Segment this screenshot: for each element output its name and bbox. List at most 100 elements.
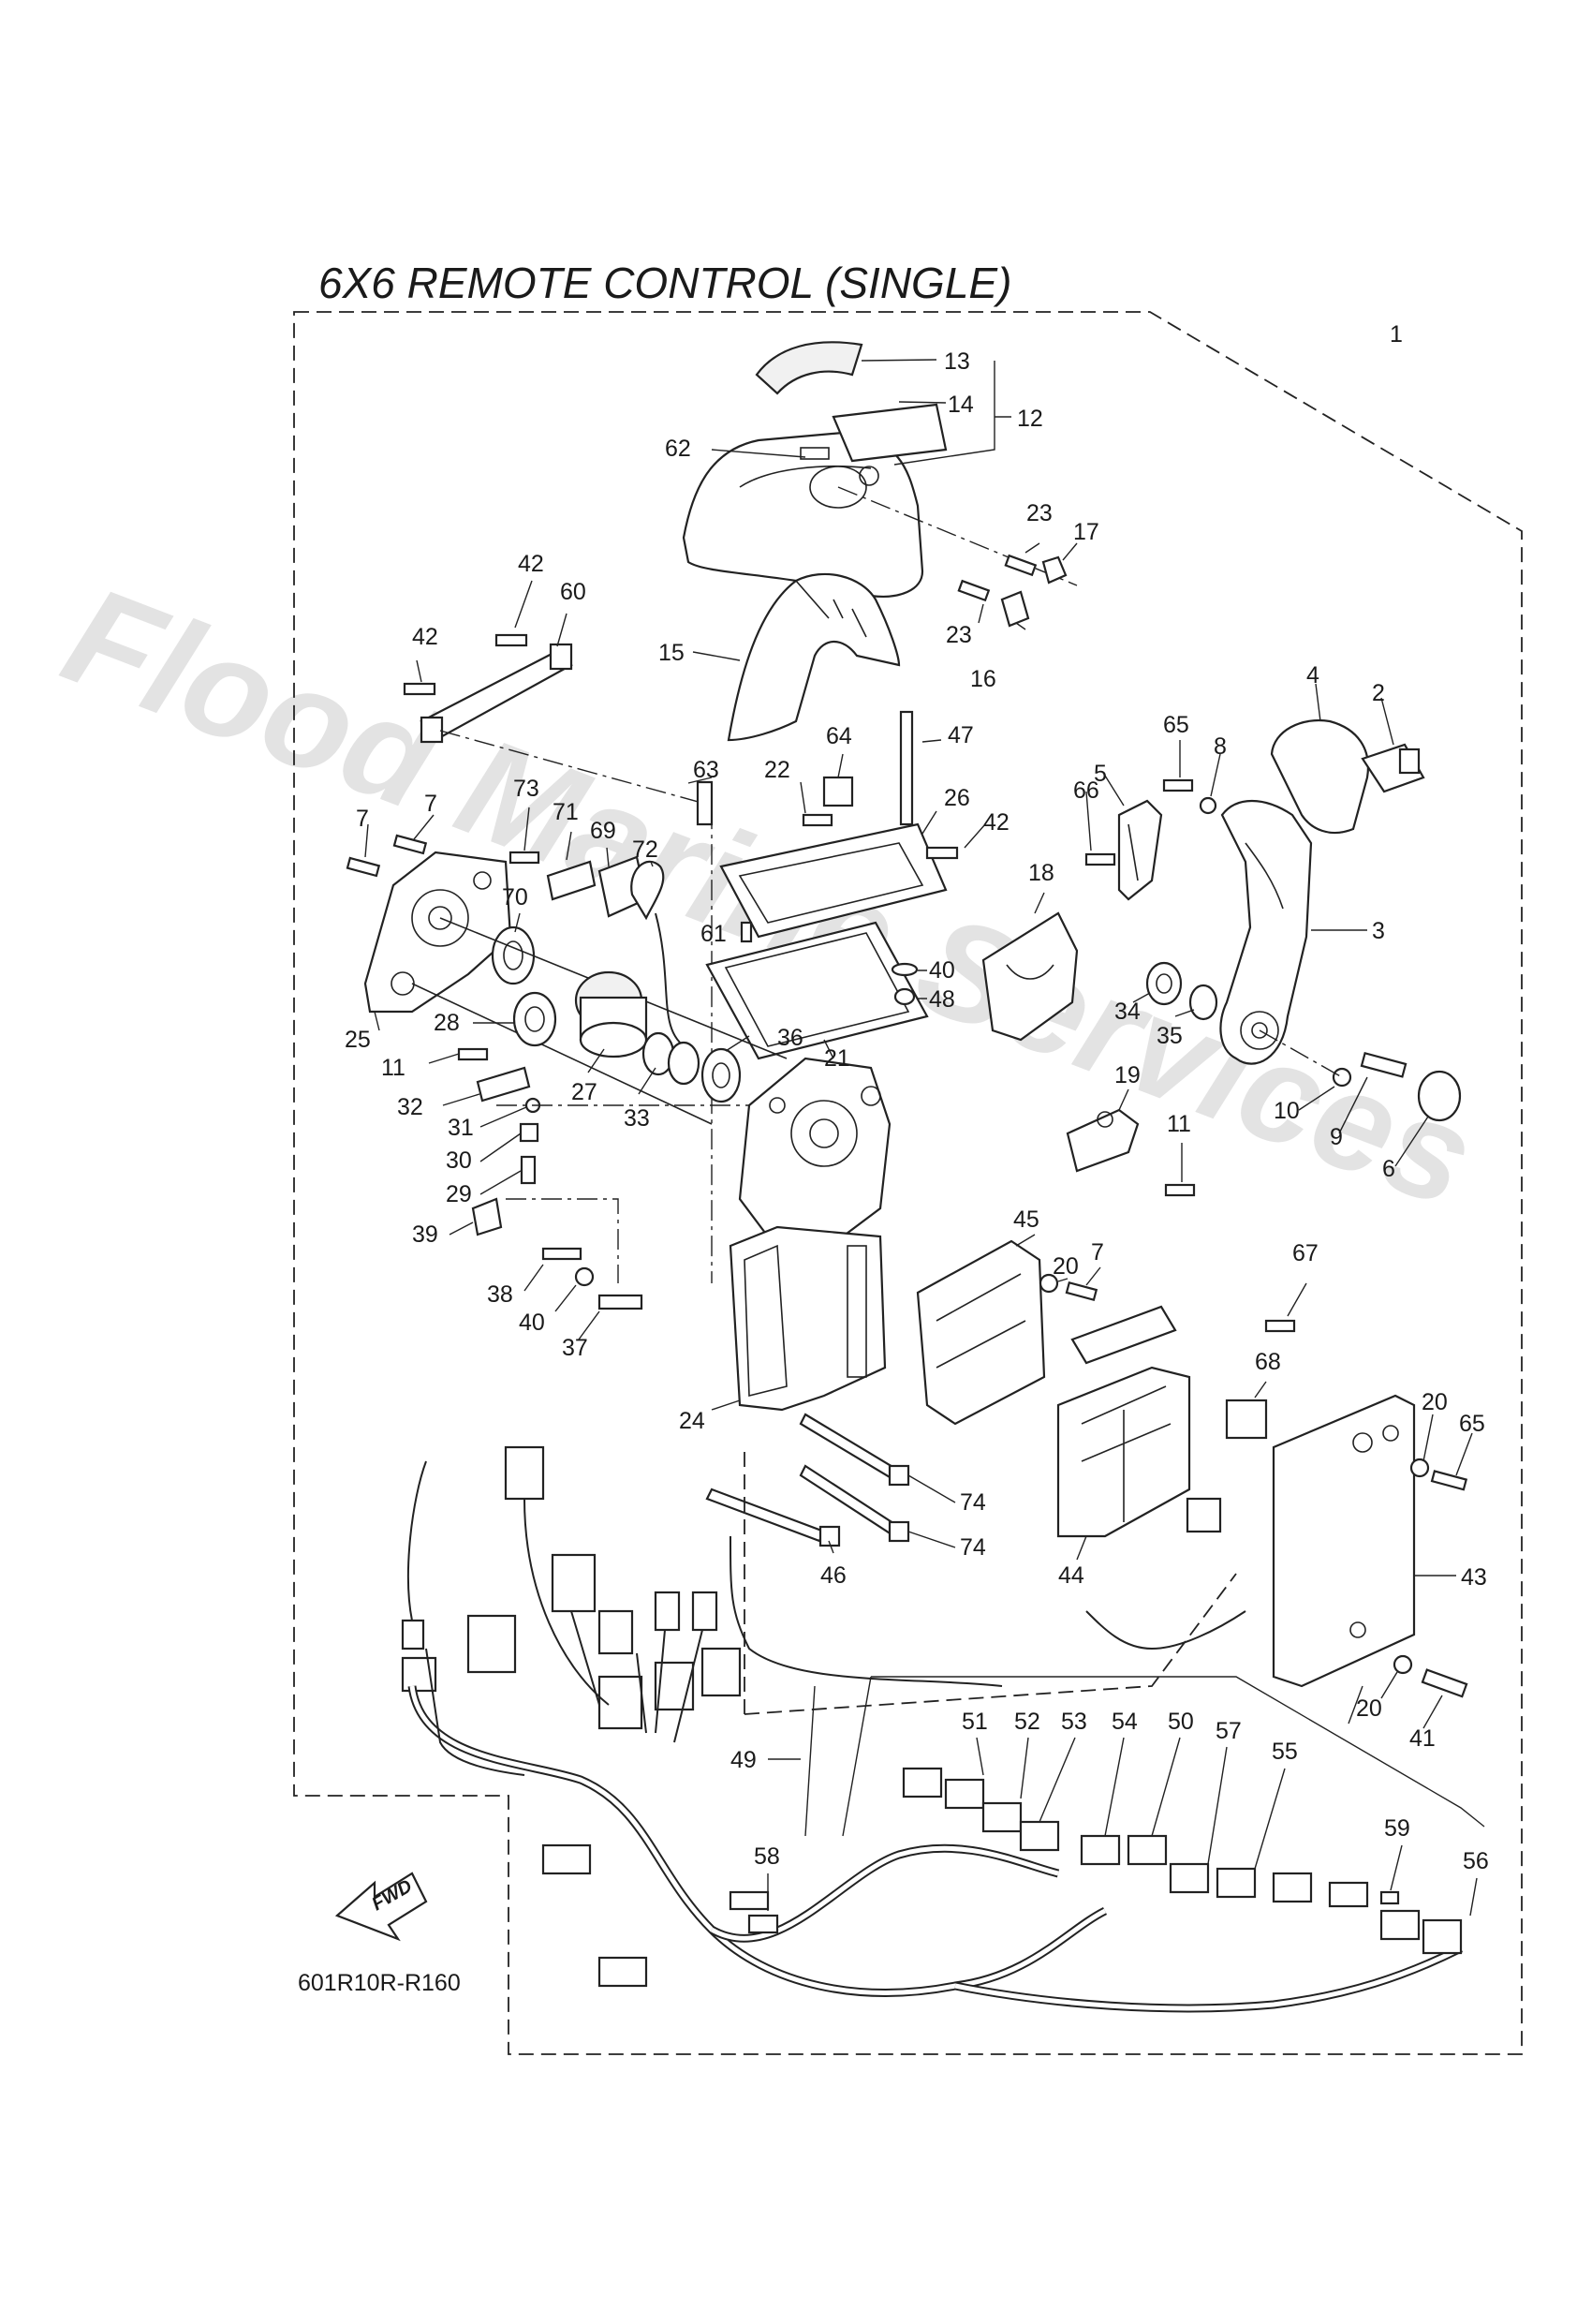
callout-20-b: 20 [1422,1389,1448,1415]
callout-24: 24 [679,1408,705,1434]
callout-23-b: 23 [946,622,972,648]
fwd-arrow-icon: FWD [334,1872,428,1942]
callout-37: 37 [562,1335,588,1361]
connector-cluster-left [401,1445,742,1730]
callout-44: 44 [1058,1562,1084,1589]
callout-5: 5 [1094,761,1107,787]
diagram-title: 6X6 REMOTE CONTROL (SINGLE) [318,259,1011,307]
callout-15: 15 [658,640,685,666]
callout-31: 31 [448,1115,474,1141]
callout-46: 46 [820,1562,847,1589]
washer-20-b [1409,1458,1430,1478]
callout-2: 2 [1372,680,1385,706]
callout-57: 57 [1216,1718,1242,1744]
callout-66: 66 [1073,777,1099,804]
callout-47: 47 [948,722,974,748]
screw-7-c [1065,1280,1098,1302]
screw-66 [1084,852,1116,866]
callout-22: 22 [764,757,790,783]
callout-51: 51 [962,1709,988,1735]
callout-61: 61 [700,921,727,947]
callout-70: 70 [502,884,528,910]
callout-65-a: 65 [1163,712,1189,738]
bushing-36 [700,1047,742,1103]
screw-11-b [1164,1183,1196,1197]
plate-32 [476,1066,531,1103]
callout-56: 56 [1463,1848,1489,1874]
bracket-19 [1066,1108,1140,1173]
washer-20-c [1393,1654,1413,1675]
lever-28 [512,991,557,1047]
screw-42-b [403,682,436,696]
callout-48: 48 [929,986,955,1013]
spring-72 [630,860,689,1050]
screw-59 [1379,1890,1400,1905]
bracket-63 [696,780,714,826]
callout-74-b: 74 [960,1534,986,1561]
callout-43: 43 [1461,1564,1487,1591]
callout-7-a: 7 [356,806,369,832]
callout-58: 58 [754,1843,780,1870]
snap-ring-35 [1188,984,1218,1021]
callout-50: 50 [1168,1709,1194,1735]
bearing-70 [491,925,536,985]
callout-13: 13 [944,348,970,375]
bolt-37 [597,1294,643,1310]
callout-25: 25 [345,1027,371,1053]
callout-20-c: 20 [1356,1695,1382,1722]
bracket-5 [1117,799,1163,901]
harness-connectors [541,1767,1463,1988]
cap-17 [1041,555,1068,585]
washer-10 [1332,1067,1352,1088]
callout-32: 32 [397,1094,423,1120]
callout-20-a: 20 [1053,1253,1079,1280]
callout-7-c: 7 [1091,1239,1104,1266]
washer-34 [1145,961,1183,1006]
inner-cover-15 [727,572,901,742]
bracket-24 [729,1225,887,1412]
callout-12: 12 [1017,406,1043,432]
callout-3: 3 [1372,918,1385,944]
stopper-39 [471,1197,503,1236]
screw-42-a [494,633,528,647]
callout-10: 10 [1274,1098,1300,1124]
screw-65-b [1430,1470,1468,1491]
callout-68: 68 [1255,1349,1281,1375]
callout-73: 73 [513,776,539,802]
screw-23-b [957,579,991,602]
callout-8: 8 [1214,733,1227,760]
washer-40-b [574,1266,595,1287]
assembly-boundary [293,311,1523,2055]
base-plate-26 [719,822,948,939]
mount-bracket-43 [1272,1394,1416,1688]
callout-17: 17 [1073,519,1099,545]
washer-40-a [891,962,919,977]
callout-19: 19 [1114,1062,1141,1088]
callout-71: 71 [553,799,579,825]
callout-30: 30 [446,1147,472,1174]
callout-39: 39 [412,1221,438,1248]
callout-53: 53 [1061,1709,1087,1735]
callout-62: 62 [665,436,691,462]
cap-6 [1417,1070,1462,1122]
spring-29 [520,1155,537,1185]
callout-54: 54 [1112,1709,1138,1735]
callout-36: 36 [777,1025,803,1051]
bolt-47 [899,710,914,826]
callout-42-c: 42 [983,809,1010,836]
cap-16 [1000,590,1030,628]
screw-7-a [346,856,381,878]
callout-74-a: 74 [960,1489,986,1516]
callout-52: 52 [1014,1709,1040,1735]
trim-switch-2 [1361,743,1425,793]
gear-27 [574,970,648,1058]
callout-42-a: 42 [518,551,544,577]
callout-64: 64 [826,723,852,749]
callout-65-b: 65 [1459,1411,1485,1437]
handle-lever-3 [1219,799,1313,1065]
callout-35: 35 [1157,1023,1183,1049]
callout-9: 9 [1330,1124,1343,1150]
callout-26: 26 [944,785,970,811]
washer-20-a [1039,1273,1059,1294]
washer-8 [1199,796,1217,815]
